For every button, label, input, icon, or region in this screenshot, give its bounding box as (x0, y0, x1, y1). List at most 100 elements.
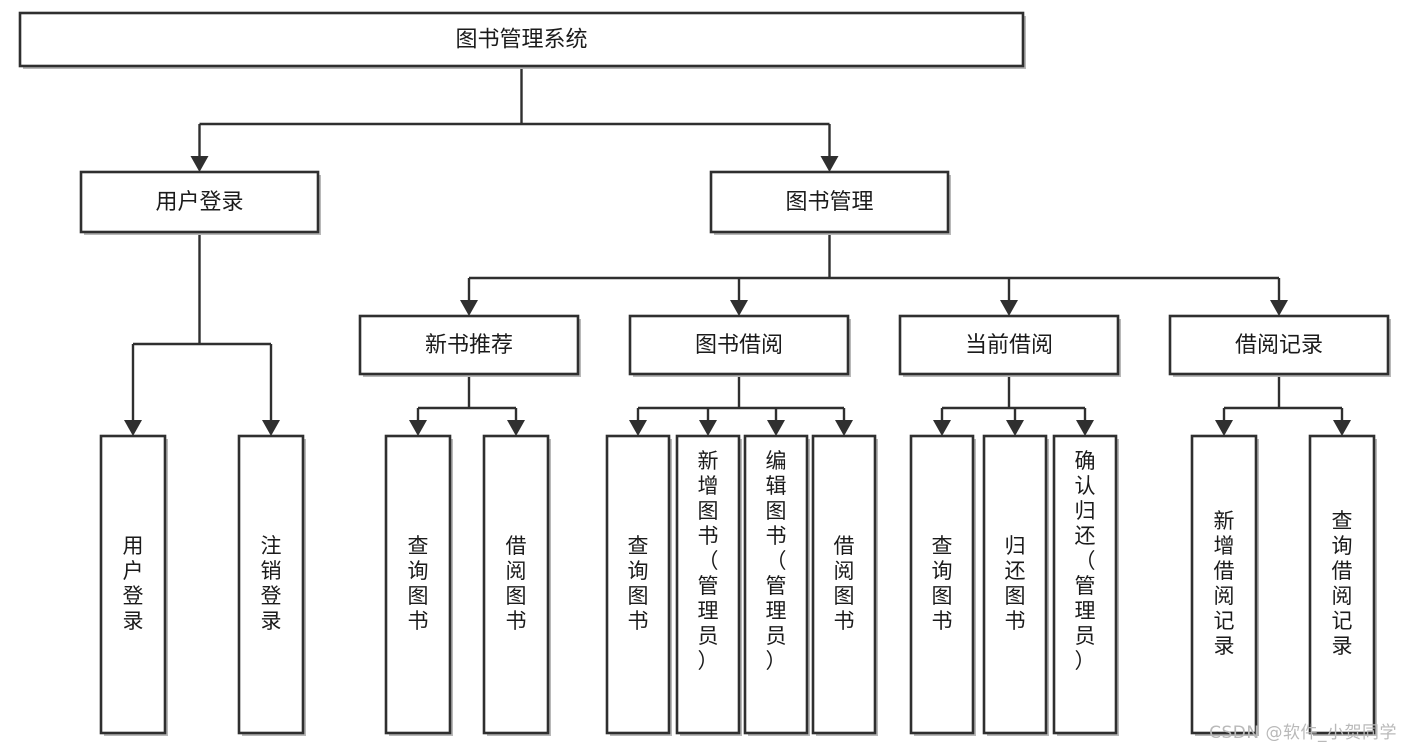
node-label-char: 书 (1005, 609, 1026, 633)
arrow-head-icon (460, 300, 478, 316)
node-label: 当前借阅 (965, 333, 1053, 358)
arrow-head-icon (1215, 420, 1233, 436)
node-box[interactable] (982, 434, 1048, 735)
arrow-head-icon (124, 420, 142, 436)
node-label-char: 理 (698, 599, 719, 623)
node-label-char: 阅 (1214, 584, 1235, 608)
node-leaf-user-login[interactable]: 用户登录 (99, 434, 168, 736)
node-label-char: 员 (698, 624, 719, 648)
node-box[interactable] (709, 170, 950, 234)
node-box[interactable] (384, 434, 452, 735)
node-box[interactable] (675, 434, 741, 735)
node-user-login[interactable]: 用户登录 (79, 170, 321, 235)
node-label-char: 查 (1332, 509, 1353, 533)
node-label-char: 书 (628, 609, 649, 633)
node-label-char: 书 (932, 609, 953, 633)
arrow-head-icon (767, 420, 785, 436)
edge-group-book-management (460, 232, 1288, 316)
node-label-char: 图 (408, 584, 429, 608)
node-box[interactable] (482, 434, 550, 735)
node-label-char: 管 (766, 574, 787, 598)
node-root[interactable]: 图书管理系统 (18, 11, 1026, 69)
node-label-char: 阅 (1332, 584, 1353, 608)
arrow-head-icon (507, 420, 525, 436)
node-label-char: 书 (766, 524, 787, 548)
node-box[interactable] (79, 170, 320, 234)
node-label-char: 借 (1332, 559, 1353, 583)
node-label-char: 还 (1005, 559, 1026, 583)
node-label-char: 确 (1075, 449, 1096, 473)
node-label-char: 员 (1075, 624, 1096, 648)
node-label-char: 书 (698, 524, 719, 548)
node-box[interactable] (605, 434, 671, 735)
node-box[interactable] (358, 314, 580, 376)
node-label-char: 销 (261, 559, 282, 583)
node-box[interactable] (1190, 434, 1258, 735)
node-label-char: 登 (123, 584, 144, 608)
node-current-borrow[interactable]: 当前借阅 (898, 314, 1121, 377)
node-label: 图书管理系统 (455, 28, 587, 53)
node-label-char: 归 (1005, 534, 1026, 558)
node-label: 新书推荐 (425, 333, 513, 358)
edge-group-book-borrow (629, 374, 853, 436)
node-box[interactable] (743, 434, 809, 735)
node-label-char: 查 (408, 534, 429, 558)
node-label-char: 书 (506, 609, 527, 633)
node-label-char: 阅 (506, 559, 527, 583)
node-label-char: 记 (1214, 609, 1235, 633)
arrow-head-icon (409, 420, 427, 436)
node-box[interactable] (1052, 434, 1118, 735)
arrow-head-icon (699, 420, 717, 436)
node-label-char: （ (698, 549, 719, 573)
node-label-char: 借 (1214, 559, 1235, 583)
edge-group-root (190, 66, 839, 172)
node-new-book-recommend[interactable]: 新书推荐 (358, 314, 581, 377)
node-label-char: 书 (408, 609, 429, 633)
node-book-management[interactable]: 图书管理 (709, 170, 951, 235)
node-label-char: （ (766, 549, 787, 573)
node-label-char: 注 (261, 534, 282, 558)
node-label-char: 图 (698, 499, 719, 523)
arrow-head-icon (1270, 300, 1288, 316)
node-label-char: 新 (698, 449, 719, 473)
arrow-head-icon (629, 420, 647, 436)
node-box[interactable] (628, 314, 850, 376)
node-label-char: 图 (834, 584, 855, 608)
node-label-char: 管 (698, 574, 719, 598)
node-box[interactable] (898, 314, 1120, 376)
node-label: 借阅记录 (1235, 333, 1323, 358)
node-box[interactable] (99, 434, 167, 735)
edge-group-current-borrow (933, 374, 1094, 436)
node-label-char: 理 (1075, 599, 1096, 623)
arrow-head-icon (1333, 420, 1351, 436)
node-box[interactable] (18, 11, 1025, 68)
node-box[interactable] (1168, 314, 1390, 376)
arrow-head-icon (262, 420, 280, 436)
node-box[interactable] (237, 434, 305, 735)
node-borrow-record[interactable]: 借阅记录 (1168, 314, 1391, 377)
node-box[interactable] (909, 434, 975, 735)
arrow-head-icon (1006, 420, 1024, 436)
node-label-char: 图 (932, 584, 953, 608)
node-label-char: 录 (1214, 634, 1235, 658)
node-box[interactable] (811, 434, 877, 735)
node-label-char: ） (1075, 649, 1096, 673)
node-box[interactable] (1308, 434, 1376, 735)
node-label-char: 询 (1332, 534, 1353, 558)
node-label-char: 询 (932, 559, 953, 583)
node-book-borrow[interactable]: 图书借阅 (628, 314, 851, 377)
